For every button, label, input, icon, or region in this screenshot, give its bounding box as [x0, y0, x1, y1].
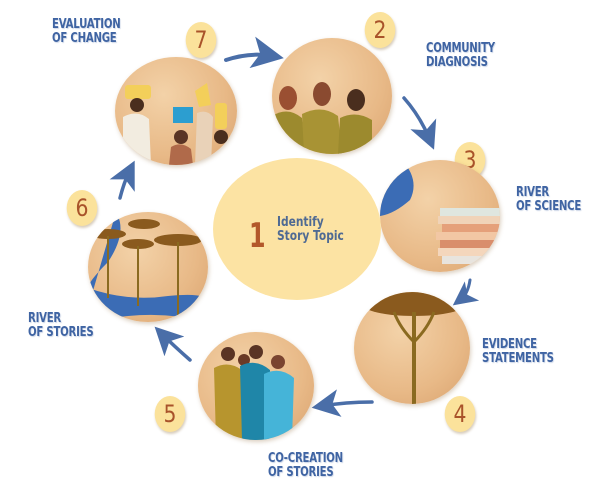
arrow-3-to-4: [452, 278, 480, 306]
step-6-illustration-river-and-acacia-trees: [88, 212, 208, 322]
step-4-label: Evidence Statements: [482, 337, 554, 366]
step-3-illustration-river-and-books: [380, 160, 500, 272]
group-in-robes-icon: [214, 345, 294, 440]
step-7-illustration-people-carrying-water: [115, 57, 237, 165]
step-5-label: Co-creation of Stories: [268, 451, 343, 480]
arrow-6-to-7: [109, 160, 135, 200]
acacia-tree-icon: [362, 292, 466, 404]
arrow-5-to-6: [154, 326, 192, 362]
step-2-badge: 2: [364, 12, 396, 48]
step-2-illustration-three-seated-people: [272, 38, 392, 154]
step-1-center-identify-story-topic: 1 Identify Story Topic: [213, 158, 381, 300]
step-4-illustration-acacia-tree: [354, 292, 470, 404]
step-4-badge: 4: [444, 396, 476, 432]
step-2-label: Community Diagnosis: [426, 41, 495, 70]
river-and-acacia-trees-icon: [88, 212, 208, 322]
step-7-badge: 7: [185, 22, 217, 58]
step-6-badge: 6: [66, 190, 98, 226]
step-7-label: Evaluation of Change: [52, 17, 121, 46]
arrow-4-to-5: [311, 389, 374, 417]
step-1-label: Identify Story Topic: [277, 215, 344, 244]
step-1-number: 1: [249, 216, 266, 256]
three-seated-people-icon: [272, 82, 372, 154]
river-and-books-icon: [380, 160, 500, 264]
people-carrying-water-icon: [123, 83, 228, 165]
step-5-badge: 5: [154, 396, 186, 432]
step-6-label: River of Stories: [28, 311, 94, 340]
step-5-illustration-group-in-robes: [198, 332, 314, 440]
step-3-label: River of Science: [516, 185, 582, 214]
arrow-2-to-3: [402, 96, 437, 150]
arrow-7-to-2: [224, 36, 284, 69]
